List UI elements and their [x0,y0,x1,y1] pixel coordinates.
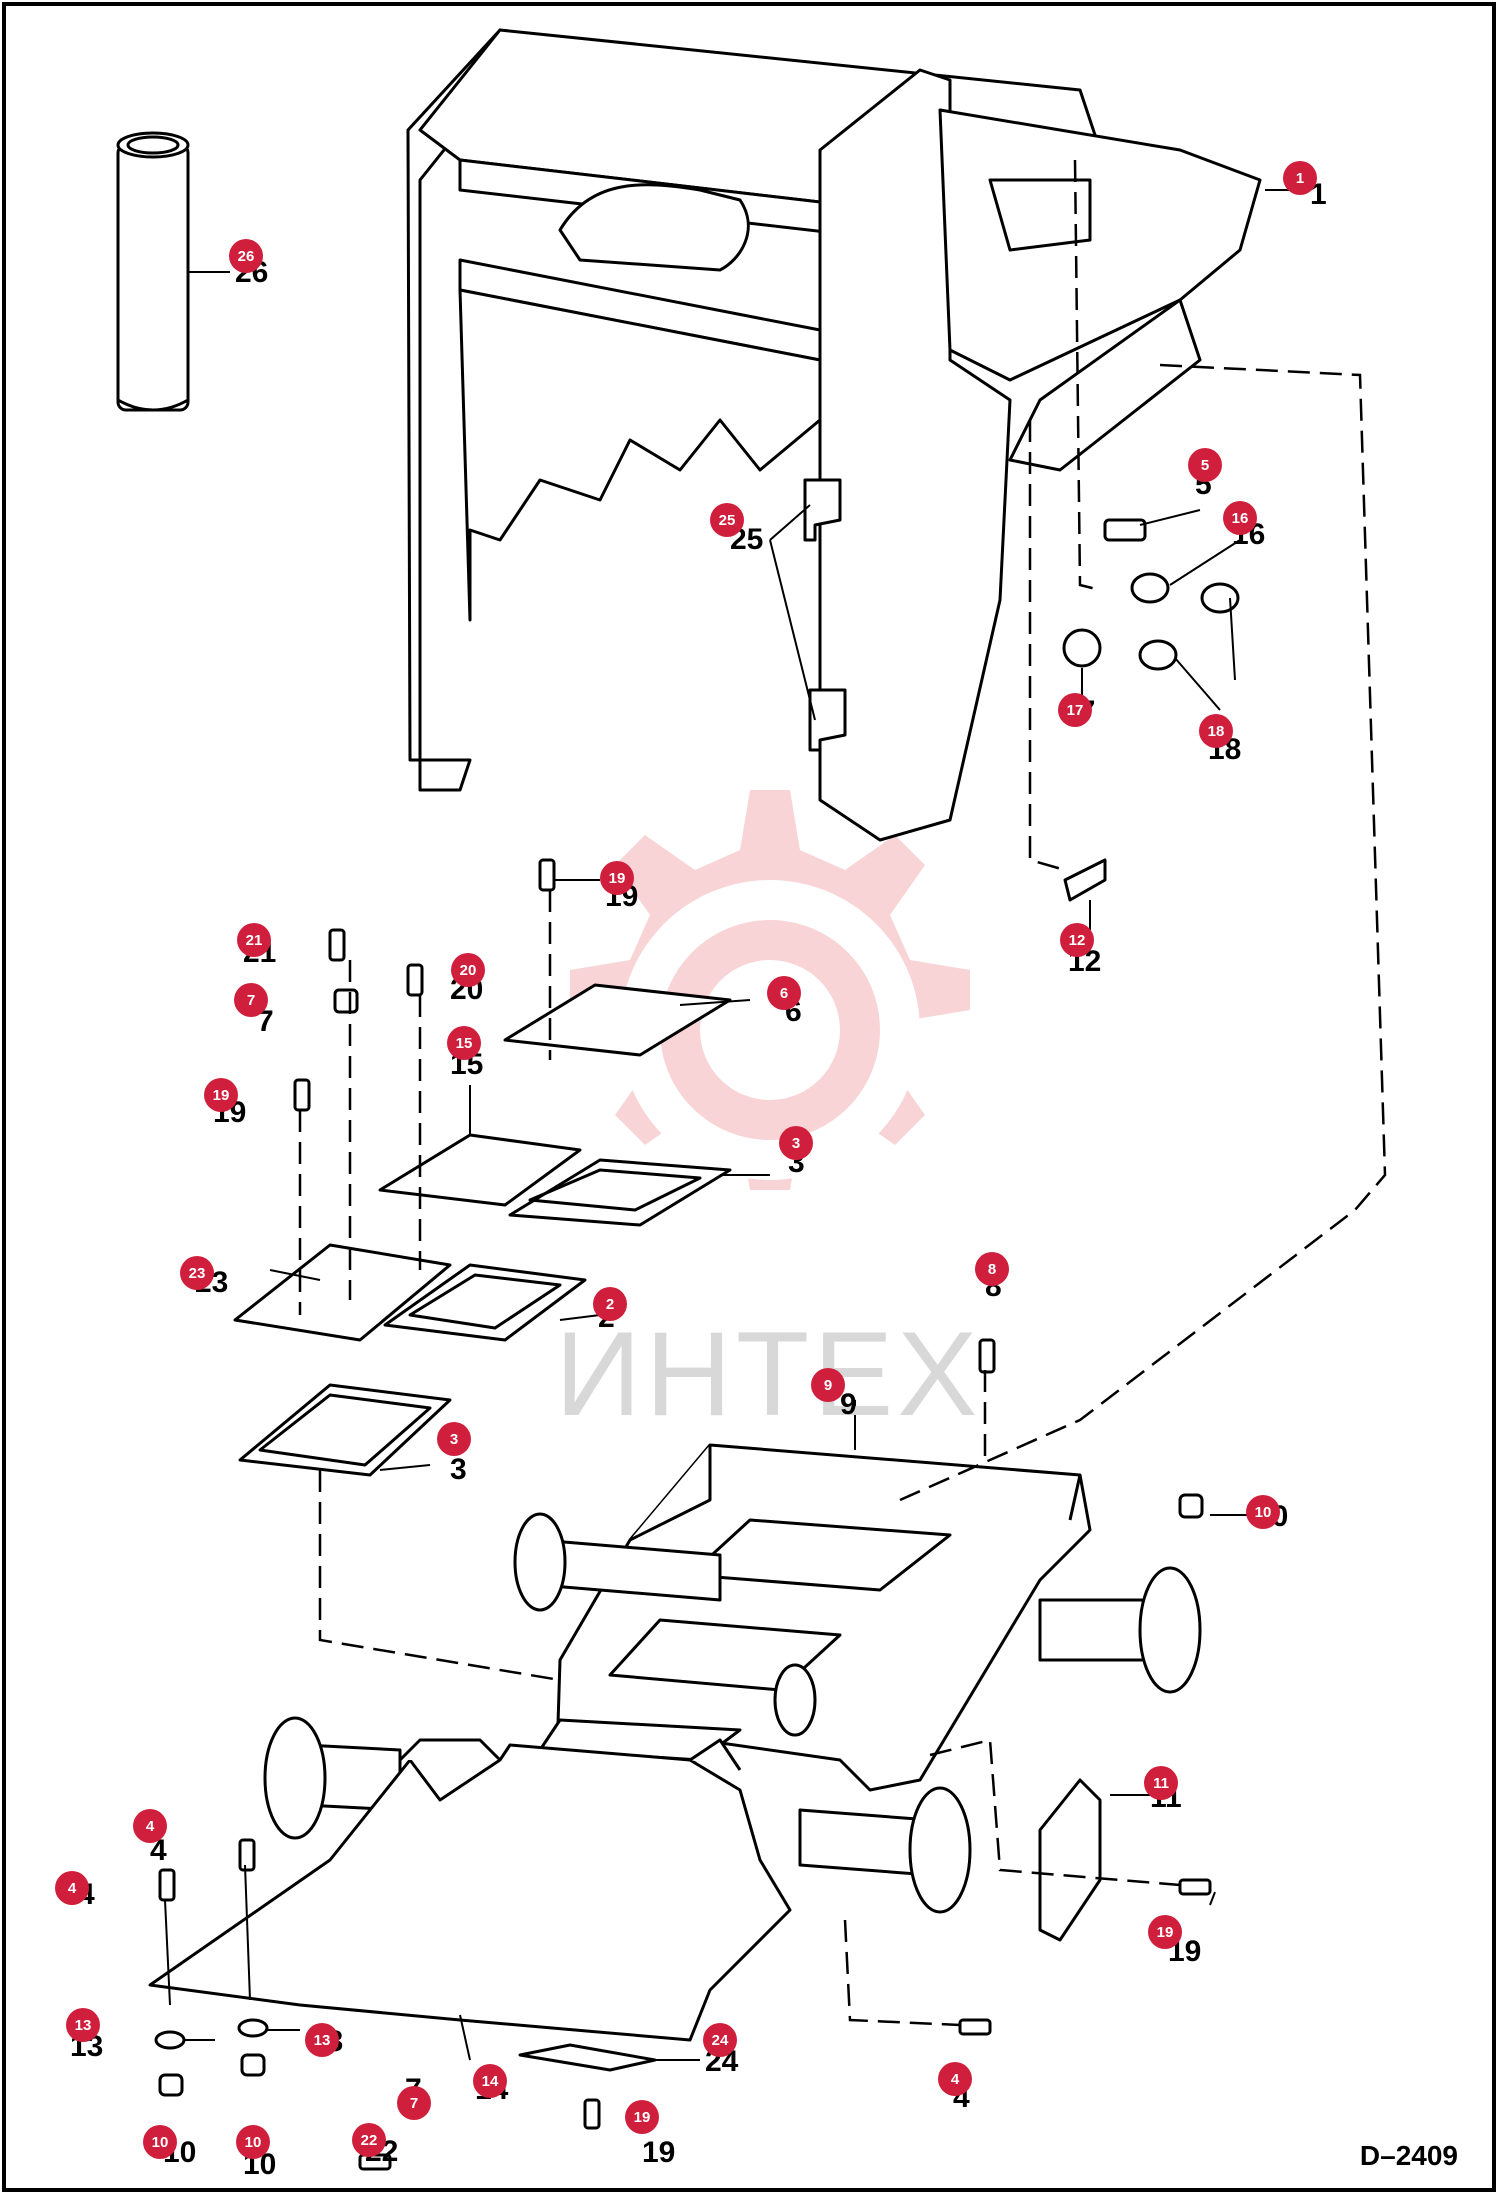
part-number-label: 7 [257,1005,274,1038]
callout-badge[interactable]: 13 [305,2023,339,2057]
callout-badge[interactable]: 10 [1246,1495,1280,1529]
callout-badge[interactable]: 17 [1058,693,1092,727]
callout-badge[interactable]: 12 [1060,923,1094,957]
plate-24 [518,2043,657,2072]
callout-badge[interactable]: 11 [1144,1766,1178,1800]
watermark-gear-icon [570,790,970,1190]
callout-badge[interactable]: 10 [143,2125,177,2159]
callout-badge[interactable]: 24 [703,2023,737,2057]
callout-badge[interactable]: 19 [625,2100,659,2134]
callout-badge[interactable]: 19 [1148,1915,1182,1949]
pivot-pin [116,131,190,412]
callout-badge[interactable]: 7 [397,2086,431,2120]
callout-badge[interactable]: 4 [55,1871,89,1905]
gasket-2 [383,1263,587,1342]
main-chassis [148,1443,1202,2042]
callout-badge[interactable]: 21 [237,923,271,957]
callout-badge[interactable]: 3 [779,1126,813,1160]
cover-plate-6 [503,983,732,1057]
part-number-label: 9 [840,1388,857,1421]
callout-badge[interactable]: 7 [234,983,268,1017]
callout-badge[interactable]: 2 [593,1287,627,1321]
callout-badge[interactable]: 4 [133,1809,167,1843]
plate-15 [378,1133,582,1207]
plate-12 [1063,858,1107,902]
part-number-label: 3 [450,1453,467,1486]
gasket-3-lower [238,1383,452,1477]
callout-badge[interactable]: 18 [1199,714,1233,748]
drawing-code: D–2409 [1359,2140,1458,2171]
callout-badge[interactable]: 1 [1283,161,1317,195]
callout-badge[interactable]: 6 [767,976,801,1010]
callout-badge[interactable]: 9 [811,1368,845,1402]
callout-badge[interactable]: 3 [437,1422,471,1456]
leader-lines [164,189,1300,2061]
callout-badge[interactable]: 25 [710,503,744,537]
part-number-label: 19 [642,2136,676,2169]
callout-badge[interactable]: 19 [600,861,634,895]
callout-badge[interactable]: 22 [352,2123,386,2157]
callout-badge[interactable]: 4 [938,2062,972,2096]
callout-badge[interactable]: 14 [473,2064,507,2098]
mount-hardware [1062,518,1240,671]
callout-badge[interactable]: 15 [447,1026,481,1060]
callout-badge[interactable]: 26 [229,239,263,273]
bolt-set [154,858,1212,2171]
callout-badge[interactable]: 20 [451,953,485,987]
plate-23 [233,1243,452,1342]
callout-badge[interactable]: 23 [180,1256,214,1290]
callout-badge[interactable]: 13 [66,2008,100,2042]
callout-badge[interactable]: 5 [1188,448,1222,482]
watermark-text: ИНТЕХ [555,1307,982,1441]
cover-plate-11 [1038,1778,1102,1942]
callout-badge[interactable]: 8 [975,1252,1009,1286]
upright-frame [406,28,1262,842]
callout-badge[interactable]: 19 [204,1078,238,1112]
callout-badge[interactable]: 10 [236,2125,270,2159]
leader-dashed-lines [298,159,1387,2027]
part-number-label: 4 [150,1834,167,1867]
callout-badge[interactable]: 16 [1223,501,1257,535]
